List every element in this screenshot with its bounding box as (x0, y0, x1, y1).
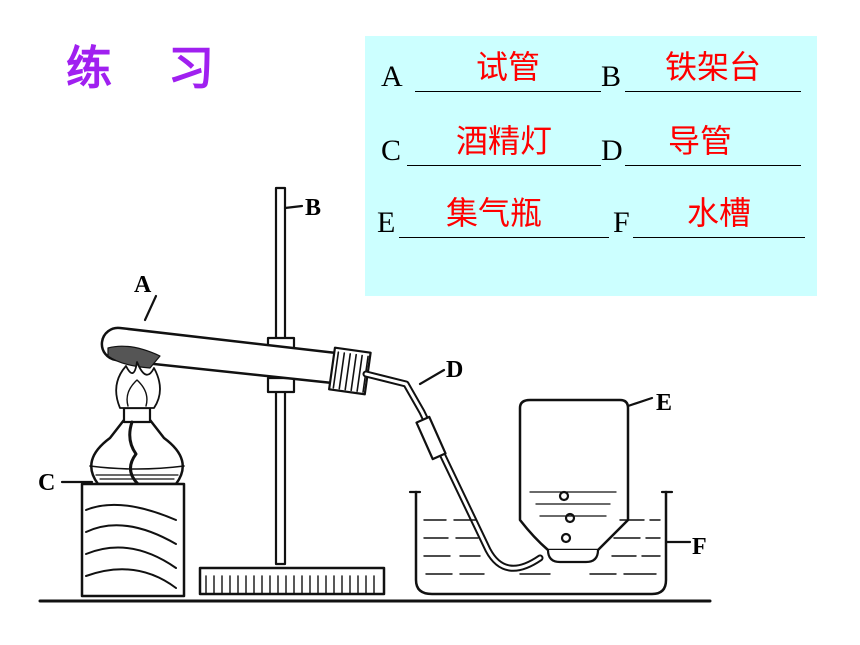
answer-row-1: A 试管 B 铁架台 (365, 42, 817, 102)
answer-text-a: 试管 (475, 48, 540, 86)
answer-letter-e: E (377, 206, 396, 239)
water-trough (408, 490, 692, 596)
label-e: E (656, 390, 672, 416)
answer-blank-d (625, 165, 801, 166)
answer-text-f: 水槽 (686, 194, 751, 232)
answer-row-3: E 集气瓶 F 水槽 (365, 188, 817, 248)
answer-blank-b (625, 91, 801, 92)
label-a: A (134, 272, 152, 298)
lab-apparatus-diagram: B A D E C F (38, 186, 712, 603)
answer-blank-f (633, 237, 805, 238)
answer-text-d: 导管 (667, 122, 732, 160)
answer-letter-b: B (601, 60, 622, 93)
answer-text-b: 铁架台 (664, 48, 761, 86)
alcohol-lamp (60, 361, 186, 598)
answer-cell-e: E 集气瓶 (377, 188, 613, 248)
label-c: C (38, 470, 55, 496)
test-tube (100, 294, 372, 396)
answer-panel: A 试管 B 铁架台 C 酒精灯 D 导管 E 集气瓶 F (365, 36, 817, 296)
label-b: B (305, 195, 321, 221)
answer-text-e: 集气瓶 (445, 194, 542, 232)
answer-letter-c: C (381, 134, 402, 167)
page-title: 练 习 (66, 41, 235, 95)
answer-text-c: 酒精灯 (455, 122, 552, 160)
answer-letter-d: D (601, 134, 623, 167)
answer-cell-d: D 导管 (601, 116, 811, 176)
answer-letter-f: F (613, 206, 630, 239)
label-d: D (446, 357, 463, 383)
answer-cell-a: A 试管 (381, 42, 601, 102)
delivery-tube (362, 368, 544, 572)
label-f: F (692, 534, 707, 560)
answer-cell-b: B 铁架台 (601, 42, 811, 102)
answer-row-2: C 酒精灯 D 导管 (365, 116, 817, 176)
answer-cell-c: C 酒精灯 (381, 116, 601, 176)
answer-letter-a: A (381, 60, 403, 93)
answer-cell-f: F 水槽 (613, 188, 813, 248)
answer-blank-a (415, 91, 601, 92)
answer-blank-c (407, 165, 601, 166)
answer-blank-e (399, 237, 609, 238)
